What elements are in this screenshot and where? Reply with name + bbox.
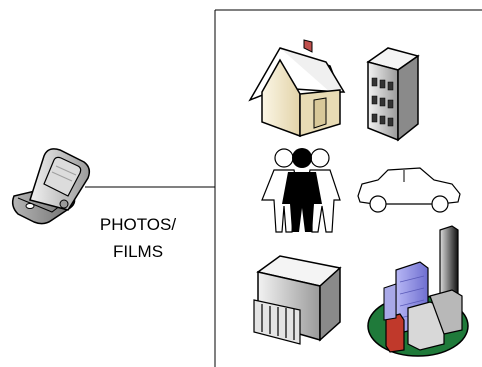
caption-photos: PHOTOS/ bbox=[78, 212, 198, 237]
house-icon bbox=[250, 40, 344, 136]
caption-films: FILMS bbox=[78, 239, 198, 264]
people-group-icon bbox=[262, 148, 340, 232]
bank-building-icon bbox=[254, 256, 340, 344]
car-outline-icon bbox=[358, 168, 460, 212]
city-skyline-icon bbox=[368, 226, 468, 356]
office-building-icon bbox=[368, 48, 418, 140]
